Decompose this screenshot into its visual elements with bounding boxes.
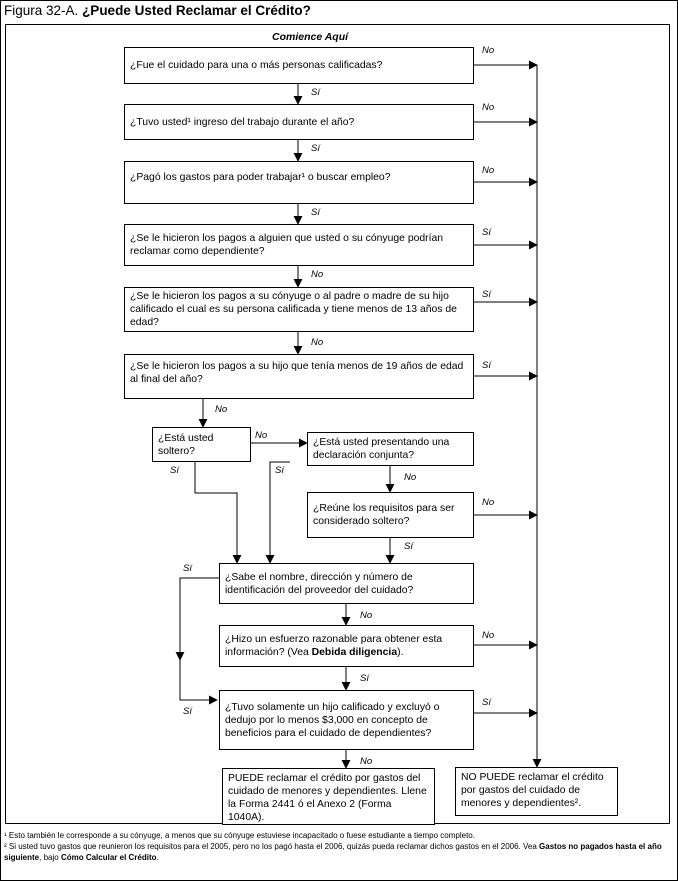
question-earned-income: ¿Tuvo usted¹ ingreso del trabajo durante… — [124, 104, 474, 140]
question-single: ¿Está usted soltero? — [152, 427, 251, 462]
figure-number: Figura 32-A. — [4, 3, 79, 18]
label-q1-yes: Sí — [311, 87, 320, 98]
label-q9-no: No — [482, 497, 495, 508]
label-q3-yes: Sí — [311, 207, 320, 218]
due-diligence-link: Debida diligencia — [311, 647, 398, 658]
label-q1-no: No — [482, 45, 495, 56]
footnote-2-link-calc: Cómo Calcular el Crédito — [60, 853, 157, 862]
arrow-q7-yes — [194, 462, 242, 564]
question-one-child-exclusion: ¿Tuvo solamente un hijo calificado y exc… — [219, 690, 474, 750]
label-q4-yes: Sí — [482, 227, 491, 238]
start-label: Comience Aquí — [272, 31, 349, 43]
question-due-diligence: ¿Hizo un esfuerzo razonable para obtener… — [219, 625, 474, 667]
footnote-1: ¹ Esto también le corresponde a su cónyu… — [4, 831, 475, 840]
label-q5-yes: Sí — [482, 289, 491, 300]
question-considered-single: ¿Reúne los requisitos para ser considera… — [307, 492, 474, 538]
label-q9-yes: Sí — [404, 541, 413, 552]
question-provider-info: ¿Sabe el nombre, dirección y número de i… — [219, 563, 474, 604]
label-q12-yes: Sí — [482, 697, 491, 708]
result-cannot-claim: NO PUEDE reclamar el crédito por gastos … — [455, 767, 618, 816]
label-q5-no: No — [311, 337, 324, 348]
label-q7-no: No — [255, 430, 268, 441]
result-can-claim: PUEDE reclamar el crédito por gastos del… — [222, 768, 435, 825]
label-q8-yes: Sí — [275, 465, 284, 476]
label-q10-yes-join: Sí — [183, 706, 192, 717]
label-q2-no: No — [482, 102, 495, 113]
question-paid-to-spouse: ¿Se le hicieron los pagos a su cónyuge o… — [124, 287, 474, 332]
question-qualifying-person: ¿Fue el cuidado para una o más personas … — [124, 47, 474, 84]
label-q11-no: No — [482, 630, 495, 641]
footnote-2-link-unpaid: Gastos no pagados hasta el año siguiente — [4, 842, 662, 862]
question-joint-return: ¿Está usted presentando una declaración … — [307, 432, 474, 466]
question-paid-to-work: ¿Pagó los gastos para poder trabajar¹ o … — [124, 161, 474, 204]
arrow-q11-yes-join — [179, 660, 218, 705]
label-q7-yes: Sí — [170, 465, 179, 476]
arrow-q8-yes — [265, 461, 290, 564]
label-q12-no: No — [360, 756, 373, 767]
label-q10-no: No — [360, 610, 373, 621]
label-q6-no: No — [215, 404, 228, 415]
label-q4-no: No — [311, 269, 324, 280]
label-q11-yes: Sí — [360, 673, 369, 684]
figure-heading: ¿Puede Usted Reclamar el Crédito? — [82, 3, 311, 18]
figure-title: Figura 32-A. ¿Puede Usted Reclamar el Cr… — [4, 3, 311, 18]
footnotes: ¹ Esto también le corresponde a su cónyu… — [4, 830, 672, 863]
label-q6-yes: Sí — [482, 360, 491, 371]
label-q2-yes: Sí — [311, 143, 320, 154]
question-paid-to-dependent: ¿Se le hicieron los pagos a alguien que … — [124, 224, 474, 266]
footnote-2: ² Si usted tuvo gastos que reunieron los… — [4, 842, 662, 862]
label-q3-no: No — [482, 165, 495, 176]
arrow-q10-yes — [175, 577, 219, 661]
label-q10-yes: Sí — [183, 563, 192, 574]
label-q8-no: No — [404, 472, 417, 483]
question-paid-to-child: ¿Se le hicieron los pagos a su hijo que … — [124, 354, 474, 399]
